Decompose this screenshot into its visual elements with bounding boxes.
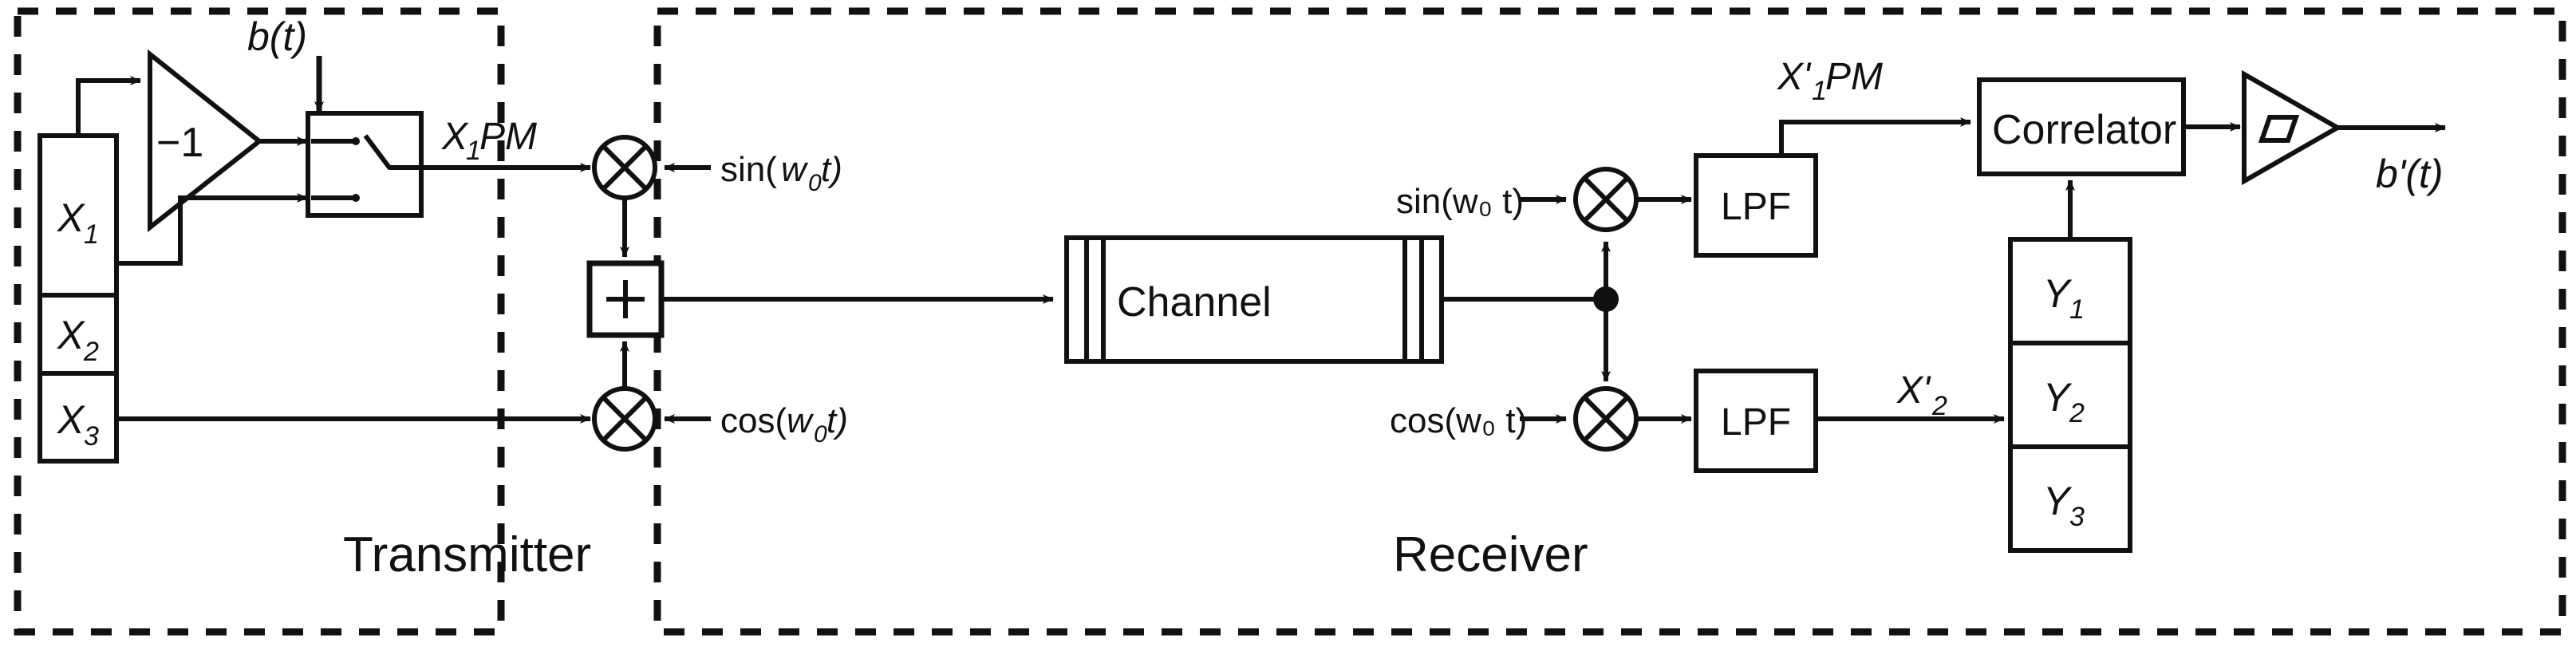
bt-label-group: b(t)	[247, 14, 307, 59]
tx-sin-multiplier[interactable]	[592, 135, 657, 200]
correlator-block[interactable]: Correlator	[1977, 77, 2186, 176]
x2-prime-sub: 2	[1931, 391, 1947, 421]
inverter-gain-label: −1	[156, 120, 203, 166]
rx-lpf-upper[interactable]: LPF	[1694, 153, 1818, 258]
channel-label: Channel	[1117, 279, 1272, 326]
rx-sin-multiplier[interactable]	[1573, 167, 1639, 232]
channel-block[interactable]: Channel	[1064, 235, 1444, 364]
x1pm-label-sub: 1	[466, 136, 481, 166]
x-stack-sub-1: 1	[84, 219, 99, 250]
x1pm-prime-tail: PM	[1825, 56, 1883, 98]
x1pm-label-main: X	[441, 116, 469, 158]
x1pm-prime-main: X'	[1777, 56, 1812, 98]
correlator-box	[1977, 77, 2186, 176]
parallelogram-threshold-glyph	[2258, 115, 2300, 143]
switch-lower-node	[352, 194, 360, 202]
tx-cos-label-sub: 0	[814, 421, 827, 448]
y-stack-label-1: Y	[2043, 271, 2073, 316]
wire-lpf-upper-to-correlator	[1779, 117, 1971, 156]
tx-cos-label-main: cos(	[720, 401, 787, 440]
rx-cos-carrier-label: cos(w₀ t)	[1390, 401, 1527, 440]
y-stack-label-2: Y	[2043, 375, 2073, 420]
multiplier-cross	[601, 144, 649, 191]
adder-plus-glyph	[606, 280, 645, 318]
transmitter-section-label: Transmitter	[343, 527, 591, 582]
lpf-lower-box	[1694, 369, 1818, 473]
x-stack-sub-3: 3	[84, 421, 99, 452]
tx-sin-label-w: w	[781, 150, 809, 189]
tx-sin-label-tail: t)	[821, 150, 842, 189]
rx-sin-carrier-label: sin(w₀ t)	[1396, 182, 1524, 221]
y-stack-sub-2: 2	[2069, 398, 2085, 428]
tx-sin-label-sub: 0	[808, 170, 822, 196]
tx-cos-label-w: w	[787, 401, 815, 440]
x-stack-cell-1[interactable]	[37, 133, 119, 298]
x-stack-label-2: X	[57, 313, 85, 357]
lpf-lower-label: LPF	[1721, 401, 1791, 444]
x2-prime-label-group: X' 2	[1896, 369, 1947, 421]
switch-upper-node	[352, 137, 360, 145]
pm-switch-block[interactable]	[306, 111, 424, 218]
tx-cos-carrier-label: cos( w 0 t)	[720, 401, 848, 448]
y-stack-sub-1: 1	[2069, 294, 2085, 325]
y-stack-label-3: Y	[2043, 479, 2073, 523]
y-stack-cell-1[interactable]	[2008, 237, 2132, 345]
x-stack-label-3: X	[57, 397, 85, 442]
x-source-stack: X 1 X 2 X 3	[37, 133, 119, 464]
x-stack-sub-2: 2	[83, 337, 99, 367]
y-stack-cell-3[interactable]	[2008, 444, 2132, 553]
x2-prime-main: X'	[1896, 369, 1931, 412]
wire-x1-to-switch-lower	[116, 193, 308, 266]
lpf-upper-label: LPF	[1721, 186, 1791, 228]
transmitter-boundary	[14, 7, 505, 636]
tx-sin-carrier-label: sin( w 0 t)	[720, 150, 842, 196]
x1pm-label-tail: PM	[479, 116, 537, 158]
multiplier-cross-2	[601, 395, 649, 443]
correlator-label: Correlator	[1992, 107, 2176, 153]
rx-sin-label-main: sin(w₀ t)	[1396, 182, 1524, 221]
multiplier-cross-3	[1582, 176, 1630, 223]
tx-sin-label-main: sin(	[720, 150, 777, 189]
rx-cos-label-main: cos(w₀ t)	[1390, 401, 1527, 440]
multiplier-cross-4	[1582, 395, 1630, 443]
decision-device[interactable]	[2242, 69, 2343, 186]
x1pm-prime-label-group: X' 1 PM	[1777, 56, 1883, 106]
x-stack-cell-2[interactable]	[37, 293, 119, 376]
tx-adder[interactable]	[586, 260, 665, 338]
lpf-upper-box	[1694, 153, 1818, 258]
x-stack-cell-3[interactable]	[37, 371, 119, 464]
y-stack-cell-2[interactable]	[2008, 341, 2132, 449]
tx-cos-multiplier[interactable]	[592, 386, 657, 452]
wire-x1-to-inverter	[76, 76, 141, 136]
spdt-switch-icon	[363, 134, 421, 170]
triangle-amplifier-icon	[148, 49, 263, 233]
rx-cos-multiplier[interactable]	[1573, 386, 1639, 452]
receiver-section-label: Receiver	[1393, 527, 1588, 582]
x1pm-label-group: X 1 PM	[441, 116, 537, 166]
bt-signal-label: b(t)	[247, 14, 307, 59]
tx-cos-label-tail: t)	[826, 401, 848, 440]
x1pm-prime-sub: 1	[1812, 76, 1827, 106]
y-stack-sub-3: 3	[2069, 502, 2085, 532]
y-template-stack: Y 1 Y 2 Y 3	[2008, 237, 2132, 553]
inverter-amplifier[interactable]: −1	[148, 49, 263, 233]
x-stack-label-1: X	[57, 195, 85, 240]
rx-lpf-lower[interactable]: LPF	[1694, 369, 1818, 473]
output-bt-label: b'(t)	[2376, 152, 2444, 196]
